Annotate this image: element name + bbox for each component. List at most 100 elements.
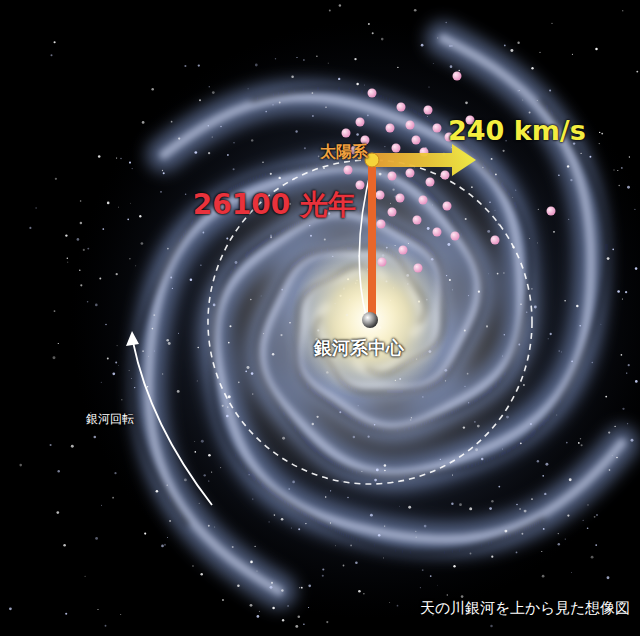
star-dot	[147, 386, 148, 387]
star-dot	[71, 445, 74, 448]
star-dot	[569, 478, 572, 481]
star-dot	[411, 417, 412, 418]
star-dot	[571, 572, 573, 574]
star-dot	[250, 604, 253, 607]
star-dot	[197, 347, 198, 348]
star-dot	[378, 534, 381, 537]
star-dot	[520, 304, 521, 305]
star-dot	[120, 158, 121, 159]
star-dot	[347, 497, 349, 499]
star-dot	[437, 584, 439, 586]
nearby-star	[424, 106, 433, 115]
nearby-star	[453, 72, 462, 81]
spiral-arm	[212, 209, 544, 554]
star-dot	[599, 132, 600, 133]
star-dot	[350, 544, 352, 546]
nearby-star	[388, 208, 397, 217]
star-dot	[567, 165, 569, 167]
star-dot	[141, 242, 144, 245]
star-dot	[372, 32, 374, 34]
star-dot	[200, 265, 201, 266]
star-dot	[629, 156, 630, 157]
star-dot	[178, 137, 180, 139]
star-dot	[326, 621, 328, 623]
caption-text: 天の川銀河を上から見た想像図	[420, 600, 630, 617]
star-dot	[226, 415, 229, 418]
star-dot	[325, 107, 326, 108]
star-dot	[539, 52, 540, 53]
star-dot	[299, 587, 300, 588]
star-dot	[301, 587, 303, 589]
star-dot	[19, 464, 22, 467]
star-dot	[542, 575, 545, 578]
star-dot	[168, 342, 171, 345]
star-dot	[139, 215, 141, 217]
star-dot	[229, 325, 231, 327]
star-dot	[272, 607, 275, 610]
star-dot	[308, 584, 311, 587]
star-dot	[65, 234, 67, 236]
star-dot	[621, 167, 623, 169]
star-dot	[382, 557, 384, 559]
star-dot	[625, 291, 627, 293]
star-dot	[465, 218, 467, 220]
star-dot	[279, 102, 281, 104]
star-dot	[449, 279, 451, 281]
star-dot	[589, 156, 591, 158]
star-dot	[494, 209, 496, 211]
star-dot	[564, 300, 565, 301]
star-dot	[621, 354, 623, 356]
nearby-star	[433, 124, 442, 133]
star-dot	[274, 514, 276, 516]
nearby-star	[433, 228, 442, 237]
star-dot	[305, 523, 306, 524]
star-dot	[9, 607, 12, 610]
star-dot	[587, 504, 588, 505]
star-dot	[134, 387, 135, 388]
star-dot	[622, 10, 623, 11]
star-dot	[325, 496, 326, 497]
star-dot	[580, 438, 581, 439]
star-dot	[312, 92, 314, 94]
star-dot	[502, 355, 504, 357]
distance-label: 26100 光年	[193, 190, 356, 221]
star-dot	[127, 219, 129, 221]
star-dot	[536, 100, 538, 102]
star-dot	[609, 469, 611, 471]
star-dot	[519, 508, 521, 510]
star-dot	[635, 267, 638, 270]
star-dot	[422, 569, 424, 571]
star-dot	[339, 411, 341, 413]
star-dot	[622, 298, 623, 299]
star-dot	[83, 249, 85, 251]
star-dot	[463, 426, 465, 428]
star-dot	[612, 249, 614, 251]
star-dot	[451, 503, 453, 505]
star-dot	[121, 399, 122, 400]
star-dot	[259, 611, 260, 612]
star-dot	[177, 390, 180, 393]
rotation-label: 銀河回転	[86, 413, 134, 426]
star-dot	[330, 490, 331, 491]
star-dot	[252, 393, 254, 395]
star-dot	[451, 45, 452, 46]
star-dot	[256, 571, 257, 572]
star-dot	[594, 516, 596, 518]
star-dot	[135, 265, 136, 266]
star-dot	[130, 202, 132, 204]
star-dot	[291, 75, 294, 78]
star-dot	[212, 136, 213, 137]
star-dot	[251, 372, 254, 375]
star-dot	[196, 380, 198, 382]
star-dot	[233, 168, 235, 170]
star-dot	[167, 485, 168, 486]
star-dot	[280, 334, 282, 336]
star-dot	[459, 503, 462, 506]
star-dot	[531, 67, 533, 69]
star-dot	[54, 310, 56, 312]
star-dot	[518, 90, 519, 91]
star-dot	[184, 479, 187, 482]
star-dot	[579, 325, 581, 327]
star-dot	[550, 333, 552, 335]
star-dot	[248, 88, 249, 89]
